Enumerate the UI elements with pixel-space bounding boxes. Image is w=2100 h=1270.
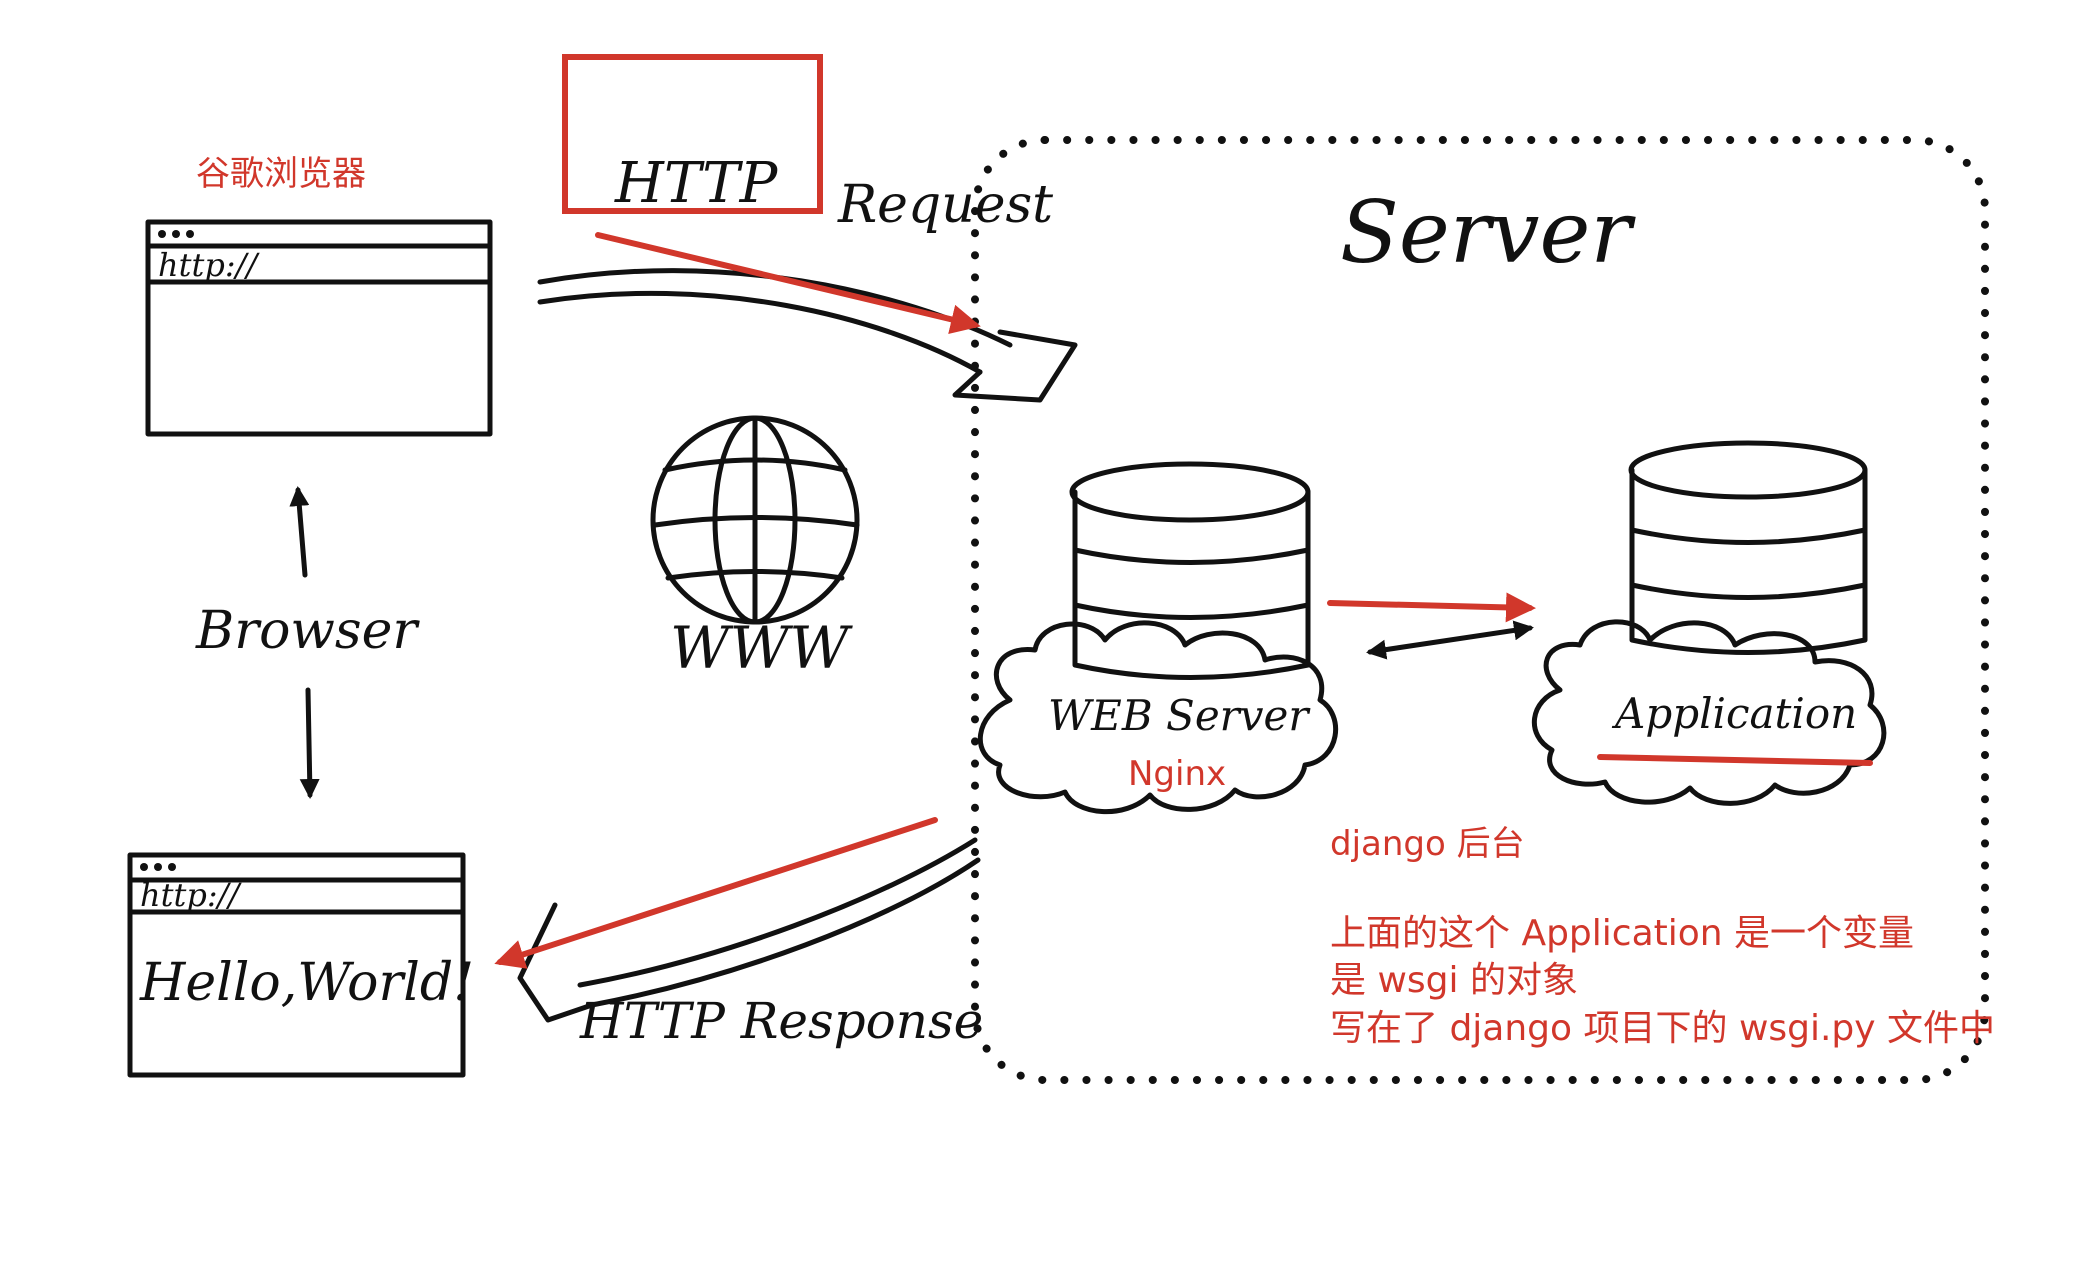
response-arrow [517, 837, 981, 1023]
note-line-3: 写在了 django 项目下的 wsgi.py 文件中 [1330, 1008, 1995, 1049]
note-line-2: 是 wsgi 的对象 [1330, 960, 1578, 1001]
nginx-label: Nginx [1128, 754, 1226, 794]
application-label: Application [1611, 689, 1857, 738]
browser-label: Browser [195, 601, 420, 661]
url-text-top: http:// [158, 246, 260, 284]
www-label: WWW [670, 614, 853, 682]
up-arrow [289, 486, 310, 578]
url-text-bottom: http:// [140, 876, 242, 914]
application-underline [1597, 754, 1873, 766]
server-app-black-arrow [1366, 620, 1534, 660]
browser-window-top: http:// [145, 219, 493, 437]
http-label: HTTP [614, 151, 779, 216]
note-line-1: 上面的这个 Application 是一个变量 [1330, 913, 1914, 954]
hello-world-text: Hello,World! [139, 953, 474, 1013]
application-cloud-icon [1532, 619, 1887, 806]
application-database-icon [1628, 440, 1868, 655]
request-label: Request [837, 175, 1053, 235]
server-boundary [971, 136, 1989, 1084]
web-server-label: WEB Server [1048, 691, 1311, 740]
down-arrow [299, 687, 320, 799]
request-red-arrow [595, 232, 981, 335]
response-red-arrow [494, 817, 938, 969]
web-server-database-icon [1069, 461, 1311, 680]
django-label: django 后台 [1330, 824, 1525, 864]
response-label: HTTP Response [579, 992, 983, 1050]
server-app-red-arrow [1327, 592, 1536, 623]
http-highlight-box [562, 54, 823, 214]
browser-window-bottom: http:// Hello,World! [127, 852, 474, 1078]
request-arrow [537, 268, 1078, 403]
globe-icon [650, 415, 860, 625]
server-title: Server [1340, 183, 1636, 283]
web-server-cloud-icon [977, 620, 1338, 815]
chrome-browser-label: 谷歌浏览器 [196, 154, 366, 194]
